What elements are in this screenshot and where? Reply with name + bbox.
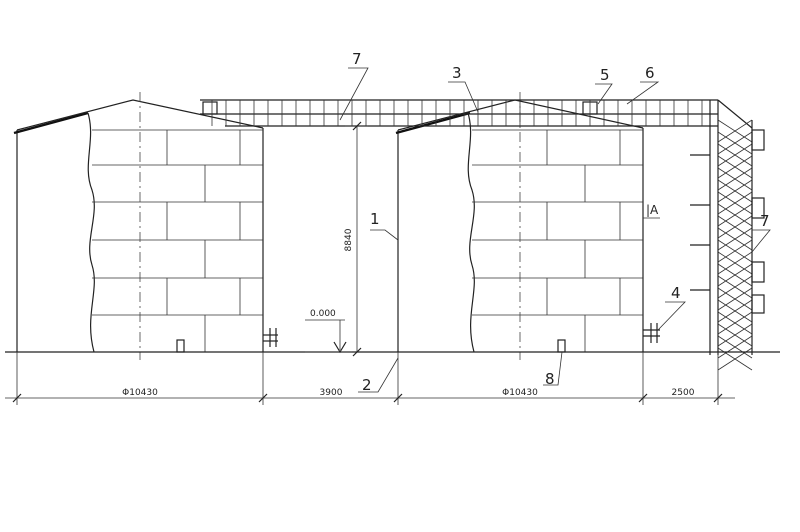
dim-height: 8840 xyxy=(344,228,354,251)
left-tank-side-nozzle xyxy=(263,328,278,347)
callout-5: 5 xyxy=(600,66,610,84)
callout-3: 3 xyxy=(452,64,462,82)
right-tank-drain xyxy=(557,339,566,353)
left-tank-vent xyxy=(202,101,218,115)
left-tank-drain xyxy=(176,339,185,353)
right-tank-roof-edge xyxy=(395,111,471,135)
dimension-lines xyxy=(5,121,735,405)
callout-7-right: 7 xyxy=(760,212,770,230)
callout-6: 6 xyxy=(645,64,655,82)
right-tank xyxy=(395,92,660,360)
callout-leaders xyxy=(339,67,771,393)
top-walkway xyxy=(200,99,718,127)
callout-8: 8 xyxy=(545,370,555,388)
left-tank-brick-pattern xyxy=(92,129,263,352)
callout-2: 2 xyxy=(362,376,372,394)
dim-left-tank-diameter: Φ10430 xyxy=(122,388,158,398)
left-tank-break-line xyxy=(87,112,95,353)
dim-right-tank-diameter: Φ10430 xyxy=(502,388,538,398)
elevation-label: 0.000 xyxy=(310,309,336,319)
stair-landings xyxy=(690,129,765,314)
left-tank-roof xyxy=(16,99,264,131)
callout-4: 4 xyxy=(671,284,681,302)
callout-1: 1 xyxy=(370,210,380,228)
callout-7-top: 7 xyxy=(352,50,362,68)
left-tank xyxy=(13,92,278,360)
spiral-staircase xyxy=(690,99,765,371)
right-tank-side-nozzle xyxy=(643,323,660,343)
dim-gap: 3900 xyxy=(320,388,343,398)
left-tank-roof-edge xyxy=(13,111,89,135)
dim-stair-width: 2500 xyxy=(672,388,695,398)
section-mark-a: |A xyxy=(646,203,659,217)
right-tank-break-line xyxy=(467,112,475,353)
right-tank-brick-pattern xyxy=(472,129,643,352)
elevation-marker xyxy=(305,319,352,354)
